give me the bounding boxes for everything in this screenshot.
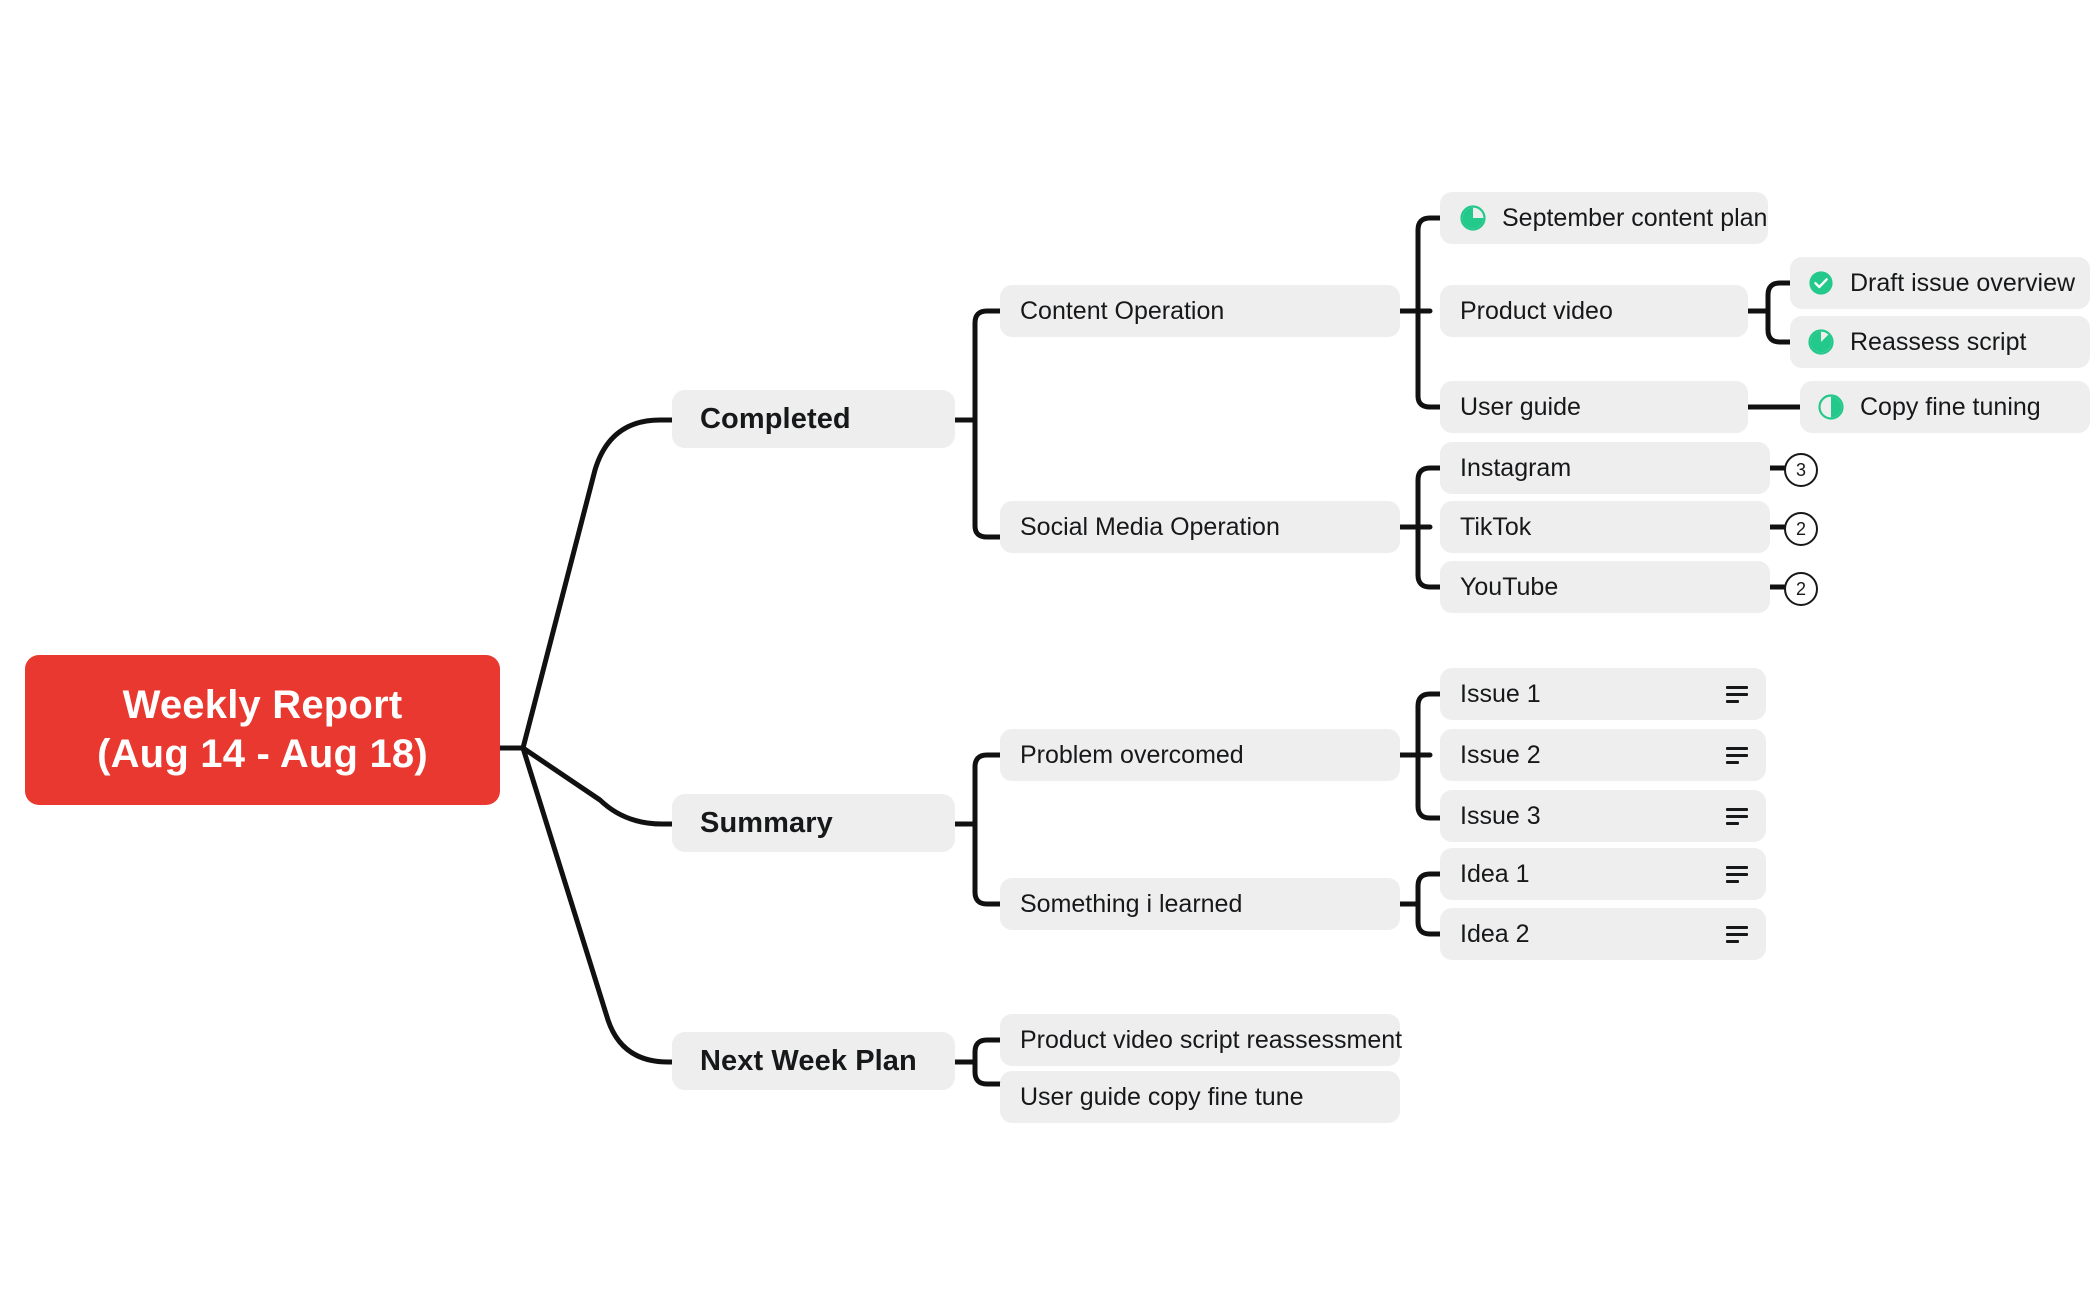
badge-tiktok-count[interactable]: 2 xyxy=(1784,512,1818,546)
branch-label-next-week-plan: Next Week Plan xyxy=(700,1044,917,1077)
connector-root-to-summary xyxy=(520,745,675,827)
label-product-video: Product video xyxy=(1460,296,1613,325)
node-product-video-script-reassessment[interactable]: Product video script reassessment xyxy=(1000,1014,1403,1066)
node-idea-1[interactable]: Idea 1 xyxy=(1440,848,1766,900)
label-content-operation: Content Operation xyxy=(1020,296,1225,325)
label-problem-overcomed: Problem overcomed xyxy=(1020,740,1244,769)
connector-completed-branch xyxy=(972,308,1003,540)
label-draft-issue-overview: Draft issue overview xyxy=(1850,268,2076,297)
label-something-i-learned: Something i learned xyxy=(1020,889,1243,918)
branch-node-completed[interactable]: Completed xyxy=(672,390,955,448)
label-tiktok: TikTok xyxy=(1460,512,1532,541)
node-youtube[interactable]: YouTube xyxy=(1440,561,1770,613)
connector-nextweek-branch xyxy=(972,1037,1003,1087)
node-instagram[interactable]: Instagram xyxy=(1440,442,1770,494)
node-social-media-operation[interactable]: Social Media Operation xyxy=(1000,501,1400,553)
node-september-content-plan[interactable]: September content plan xyxy=(1440,192,1768,244)
node-copy-fine-tuning[interactable]: Copy fine tuning xyxy=(1800,381,2090,433)
node-user-guide-copy-fine-tune[interactable]: User guide copy fine tune xyxy=(1000,1071,1400,1123)
node-tiktok[interactable]: TikTok xyxy=(1440,501,1770,553)
note-icon[interactable] xyxy=(1726,686,1748,703)
label-instagram: Instagram xyxy=(1460,453,1572,482)
root-title-line2: (Aug 14 - Aug 18) xyxy=(97,732,428,776)
node-something-i-learned[interactable]: Something i learned xyxy=(1000,878,1400,930)
label-user-guide: User guide xyxy=(1460,392,1581,421)
label-issue-3: Issue 3 xyxy=(1460,801,1541,830)
label-september-content-plan: September content plan xyxy=(1502,203,1768,232)
connector-learned-branch xyxy=(1415,871,1443,937)
node-product-video[interactable]: Product video xyxy=(1440,285,1748,337)
node-content-operation[interactable]: Content Operation xyxy=(1000,285,1400,337)
progress-88-icon xyxy=(1808,329,1834,355)
label-idea-1: Idea 1 xyxy=(1460,859,1530,888)
label-reassess-script: Reassess script xyxy=(1850,327,2027,356)
progress-50-icon xyxy=(1818,394,1844,420)
node-user-guide[interactable]: User guide xyxy=(1440,381,1748,433)
note-icon[interactable] xyxy=(1726,747,1748,764)
connector-problem-branch xyxy=(1415,691,1443,821)
note-icon[interactable] xyxy=(1726,926,1748,943)
node-issue-3[interactable]: Issue 3 xyxy=(1440,790,1766,842)
node-issue-2[interactable]: Issue 2 xyxy=(1440,729,1766,781)
branch-node-next-week-plan[interactable]: Next Week Plan xyxy=(672,1032,955,1090)
connector-productvideo-branch xyxy=(1765,280,1793,345)
badge-instagram-count[interactable]: 3 xyxy=(1784,453,1818,487)
label-youtube: YouTube xyxy=(1460,572,1559,601)
note-icon[interactable] xyxy=(1726,866,1748,883)
branch-label-summary: Summary xyxy=(700,806,833,839)
label-user-guide-copy-fine-tune: User guide copy fine tune xyxy=(1020,1082,1304,1111)
connector-summary-branch xyxy=(972,752,1003,907)
root-node-text: Weekly Report (Aug 14 - Aug 18) xyxy=(25,681,500,779)
node-problem-overcomed[interactable]: Problem overcomed xyxy=(1000,729,1400,781)
node-idea-2[interactable]: Idea 2 xyxy=(1440,908,1766,960)
connector-root-to-completed xyxy=(520,417,675,751)
branch-node-summary[interactable]: Summary xyxy=(672,794,955,852)
label-issue-1: Issue 1 xyxy=(1460,679,1541,708)
root-title-line1: Weekly Report xyxy=(122,683,403,728)
root-node[interactable]: Weekly Report (Aug 14 - Aug 18) xyxy=(25,655,500,805)
label-social-media-operation: Social Media Operation xyxy=(1020,512,1280,541)
connector-socialmedia-branch xyxy=(1415,465,1443,590)
node-draft-issue-overview[interactable]: Draft issue overview xyxy=(1790,257,2090,309)
label-copy-fine-tuning: Copy fine tuning xyxy=(1860,392,2041,421)
connector-contentop-branch xyxy=(1415,215,1443,410)
check-circle-icon xyxy=(1808,270,1834,296)
progress-75-icon xyxy=(1460,205,1486,231)
connector-root-to-nextweek xyxy=(520,745,675,1065)
node-issue-1[interactable]: Issue 1 xyxy=(1440,668,1766,720)
label-idea-2: Idea 2 xyxy=(1460,919,1530,948)
branch-label-completed: Completed xyxy=(700,402,851,435)
note-icon[interactable] xyxy=(1726,808,1748,825)
label-issue-2: Issue 2 xyxy=(1460,740,1541,769)
node-reassess-script[interactable]: Reassess script xyxy=(1790,316,2090,368)
badge-youtube-count[interactable]: 2 xyxy=(1784,572,1818,606)
label-product-video-script-reassessment: Product video script reassessment xyxy=(1020,1025,1403,1054)
